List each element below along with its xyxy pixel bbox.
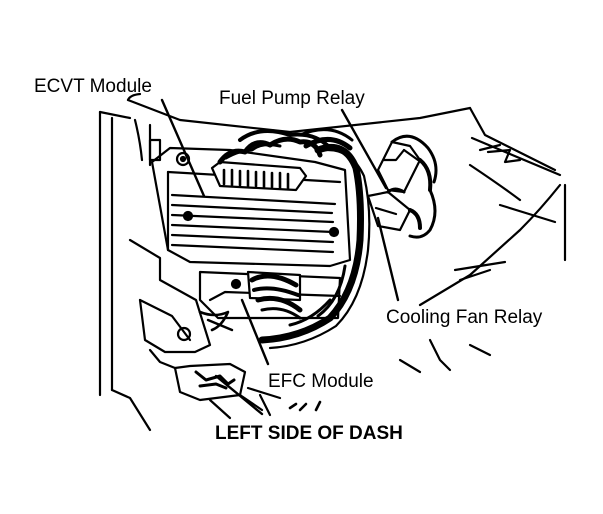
diagram-caption: LEFT SIDE OF DASH (215, 423, 403, 444)
cooling-fan-leader (376, 216, 400, 302)
wiring-harness (258, 128, 371, 350)
ecvt-module-box (148, 138, 352, 268)
fuel-pump-relay-shape (376, 134, 438, 194)
caption-leader (214, 374, 264, 416)
mounting-bracket (128, 238, 234, 354)
ecvt-leader (160, 98, 206, 198)
efc-leader (240, 298, 270, 366)
cooling-fan-relay-label: Cooling Fan Relay (386, 307, 543, 328)
cooling-fan-relay-shape (366, 187, 437, 239)
efc-module-label: EFC Module (268, 371, 374, 392)
dash-panel (98, 92, 567, 397)
fuel-pump-leader (340, 108, 388, 190)
ecvt-module-label: ECVT Module (34, 76, 152, 97)
leader-lines (160, 98, 400, 416)
fuel-pump-relay-label: Fuel Pump Relay (219, 88, 365, 109)
efc-module-box (198, 270, 342, 320)
kick-panel (110, 348, 322, 432)
